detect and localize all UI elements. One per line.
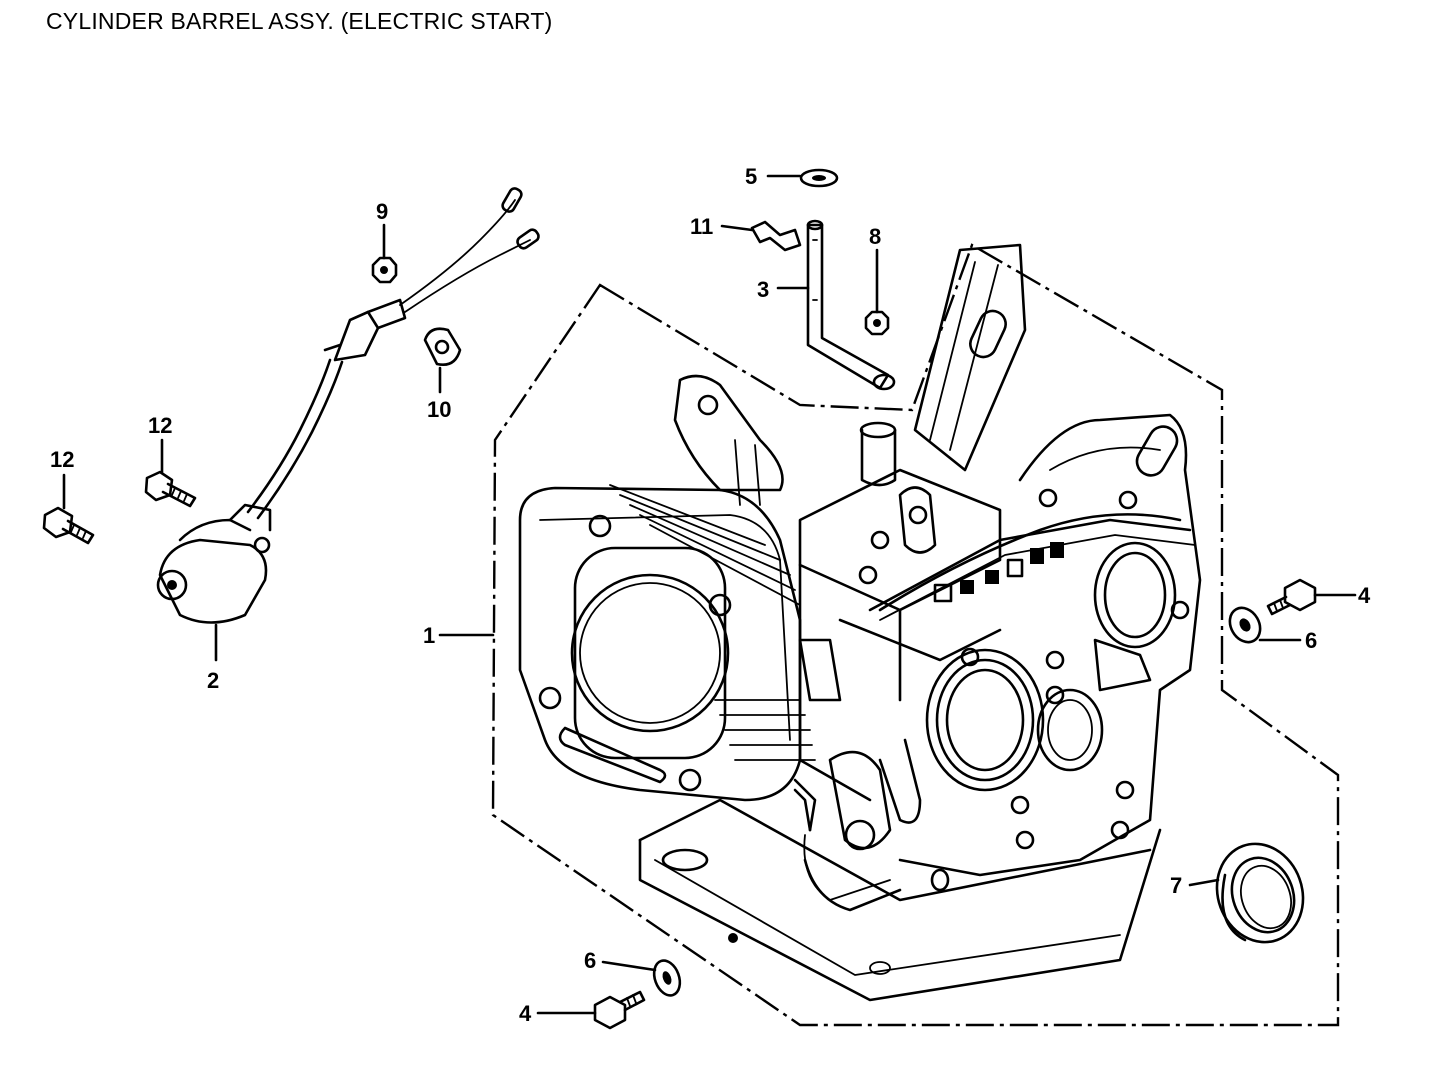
callout-9: 9 [376,199,388,224]
callout-4b: 4 [519,1001,532,1026]
washer-part-6a [1228,606,1262,644]
callout-4a: 4 [1358,583,1371,608]
nut-part-9 [371,256,398,284]
callout-11: 11 [690,214,713,239]
assembly-outline [491,243,1340,1027]
breather-tube-part [806,219,896,391]
bolt-part-12a [144,470,197,508]
callout-5: 5 [745,164,757,189]
clip-part-11 [750,220,802,252]
callout-12a: 12 [148,413,172,438]
callout-6a: 6 [1305,628,1317,653]
oil-seal-part-7 [1215,842,1305,944]
page-title: CYLINDER BARREL ASSY. (ELECTRIC START) [46,8,553,34]
callout-12b: 12 [50,447,74,472]
washer-part-6b [652,959,682,997]
flange-bolt-part-4b [593,990,646,1030]
nut-part-8 [864,310,890,336]
grommet-part-10 [423,327,462,366]
callout-1: 1 [423,623,435,648]
oil-switch-part [156,187,540,624]
bolt-part-12b [42,506,95,545]
callout-6b: 6 [584,948,596,973]
callout-10: 10 [427,397,451,422]
leader-lines [62,174,1357,1015]
flange-bolt-part-4a [1266,578,1317,616]
callout-7: 7 [1170,873,1182,898]
callout-2: 2 [207,668,219,693]
callout-3: 3 [757,277,769,302]
cylinder-barrel-part [518,243,1202,1002]
callout-8: 8 [869,224,881,249]
washer-part-5 [799,168,839,188]
